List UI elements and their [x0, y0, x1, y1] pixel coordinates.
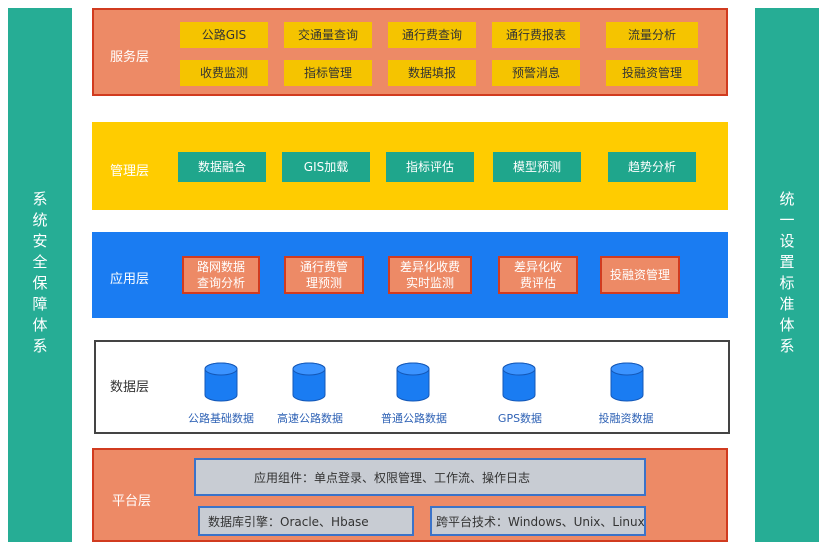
data-layer: 数据层 公路基础数据 高速公路数据 普通公路数据 GPS数据 投融资数据: [94, 340, 730, 434]
application-item-line: 通行费管: [299, 260, 348, 274]
application-item-toll-forecast: 通行费管 理预测: [284, 256, 364, 294]
platform-layer-title: 平台层: [112, 494, 152, 509]
application-item-line: 差异化收: [513, 260, 562, 274]
service-item-alert-message: 预警消息: [492, 60, 580, 86]
application-item-differential-evaluation: 差异化收 费评估: [498, 256, 578, 294]
application-item-line: 差异化收费: [399, 260, 460, 274]
service-item-data-entry: 数据填报: [388, 60, 476, 86]
data-item-expressway: 高速公路数据: [277, 412, 343, 425]
data-item-ordinary-highway: 普通公路数据: [381, 412, 447, 425]
management-item-data-fusion: 数据融合: [178, 152, 266, 182]
security-system-bar: 系统安全保障体系: [8, 8, 72, 542]
application-item-line: 路网数据: [196, 260, 245, 274]
service-item-indicator-mgmt: 指标管理: [284, 60, 372, 86]
service-item-toll-report: 通行费报表: [492, 22, 580, 48]
application-item-line: 理预测: [305, 276, 342, 290]
management-item-gis-loading: GIS加载: [282, 152, 370, 182]
service-item-traffic-query: 交通量查询: [284, 22, 372, 48]
database-cylinder-icon: [396, 362, 430, 402]
management-layer: 管理层 数据融合 GIS加载 指标评估 模型预测 趋势分析: [92, 122, 728, 210]
application-layer: 应用层 路网数据 查询分析 通行费管 理预测 差异化收费 实时监测 差异化收 费…: [92, 232, 728, 318]
management-item-model-prediction: 模型预测: [493, 152, 581, 182]
database-cylinder-icon: [292, 362, 326, 402]
data-item-gps: GPS数据: [497, 412, 543, 425]
application-item-differential-monitoring: 差异化收费 实时监测: [388, 256, 472, 294]
data-layer-title: 数据层: [110, 380, 150, 395]
service-item-toll-query: 通行费查询: [388, 22, 476, 48]
application-item-line: 实时监测: [405, 276, 454, 290]
application-item-network-query: 路网数据 查询分析: [182, 256, 260, 294]
data-item-investment: 投融资数据: [598, 412, 654, 425]
application-item-line: 查询分析: [196, 276, 245, 290]
platform-cross-platform-box: 跨平台技术：Windows、Unix、Linux: [430, 506, 646, 536]
management-item-indicator-evaluation: 指标评估: [386, 152, 474, 182]
database-cylinder-icon: [204, 362, 238, 402]
application-layer-title: 应用层: [110, 272, 150, 287]
application-item-investment-mgmt: 投融资管理: [600, 256, 680, 294]
data-item-highway-basic: 公路基础数据: [188, 412, 254, 425]
platform-layer: 平台层 应用组件：单点登录、权限管理、工作流、操作日志 数据库引擎：Oracle…: [92, 448, 728, 542]
platform-components-box: 应用组件：单点登录、权限管理、工作流、操作日志: [194, 458, 646, 496]
service-item-flow-analysis: 流量分析: [606, 22, 698, 48]
service-item-highway-gis: 公路GIS: [180, 22, 268, 48]
standard-system-bar: 统一设置标准体系: [755, 8, 819, 542]
management-layer-title: 管理层: [110, 164, 150, 179]
service-layer: 服务层 公路GIS 交通量查询 通行费查询 通行费报表 流量分析 收费监测 指标…: [92, 8, 728, 96]
security-system-label: 系统安全保障体系: [30, 191, 49, 359]
service-layer-title: 服务层: [110, 50, 150, 65]
service-item-investment-mgmt: 投融资管理: [606, 60, 698, 86]
standard-system-label: 统一设置标准体系: [777, 191, 796, 359]
database-cylinder-icon: [610, 362, 644, 402]
management-item-trend-analysis: 趋势分析: [608, 152, 696, 182]
platform-database-engine-box: 数据库引擎：Oracle、Hbase: [198, 506, 414, 536]
database-cylinder-icon: [502, 362, 536, 402]
service-item-toll-monitoring: 收费监测: [180, 60, 268, 86]
application-item-line: 费评估: [519, 276, 556, 290]
